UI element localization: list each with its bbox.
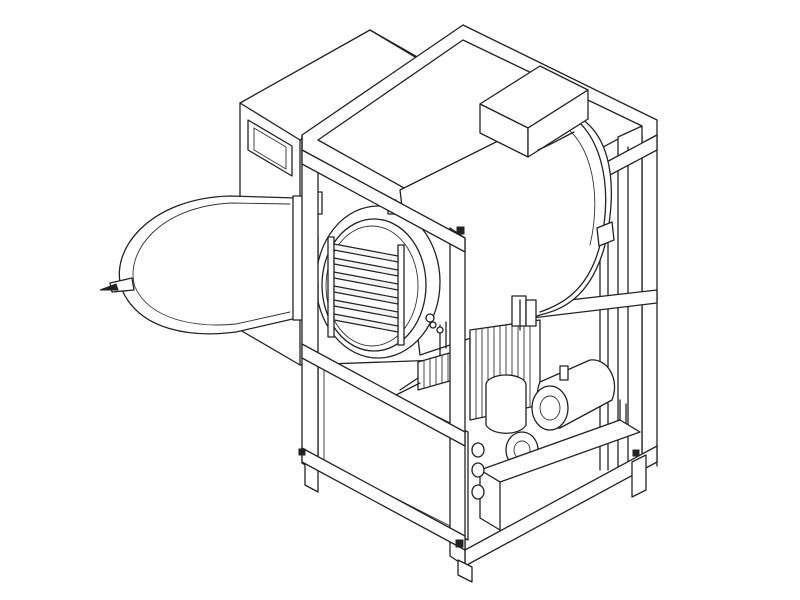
base-tray [479, 419, 641, 531]
vacuum-pump [531, 359, 616, 431]
flange-bolts [425, 313, 444, 334]
vacuum-controller-box [479, 65, 589, 158]
control-display-panel [247, 119, 293, 177]
chamber-door [99, 195, 304, 335]
drain-fittings [471, 442, 485, 500]
frame-front [298, 149, 647, 583]
lower-panel [317, 357, 469, 541]
shelf-stack [327, 236, 405, 346]
